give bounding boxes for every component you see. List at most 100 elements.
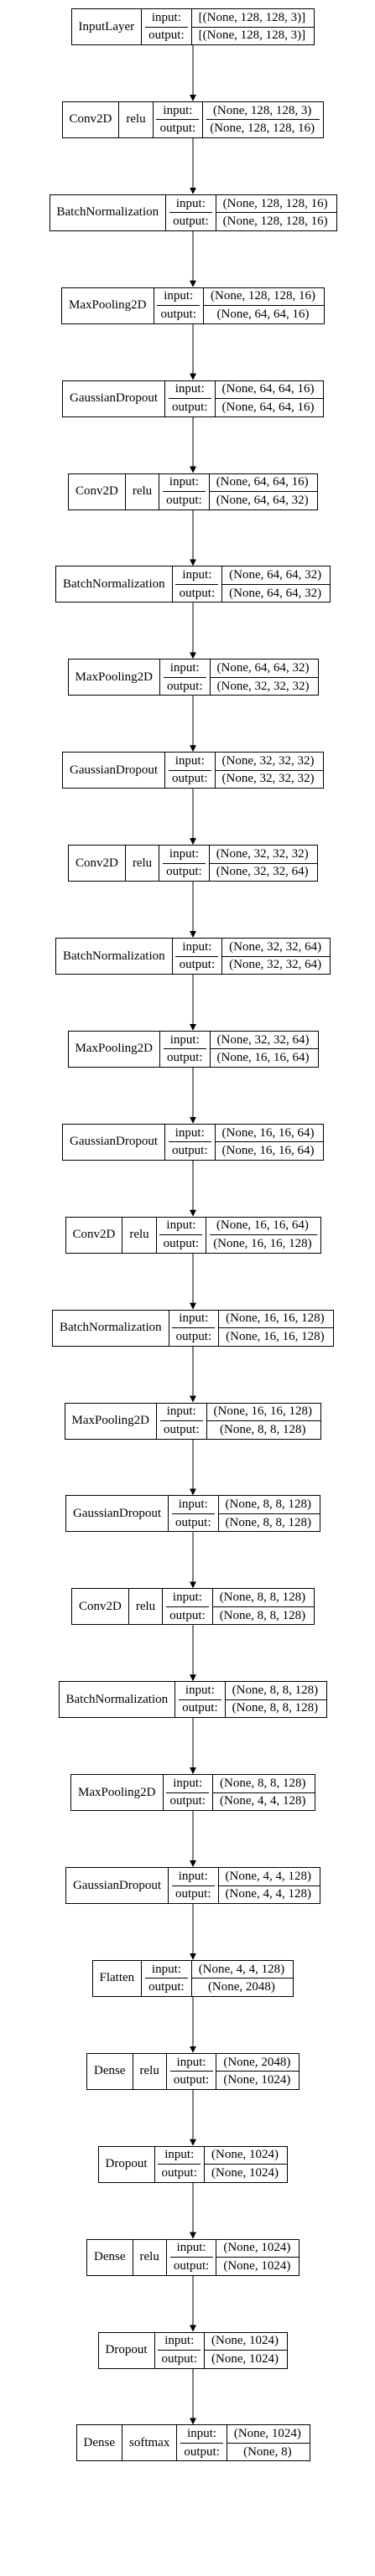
io-shapes: (None, 64, 64, 16)(None, 64, 64, 32) (209, 474, 317, 510)
output-label: output: (163, 1236, 200, 1250)
layer-type: Dropout (99, 2332, 155, 2368)
input-label: input: (169, 2054, 213, 2072)
output-label: output: (173, 2258, 210, 2273)
input-shape: (None, 8, 8, 128) (212, 1589, 315, 1607)
input-shape: (None, 16, 16, 128) (206, 1404, 321, 1421)
layer-activation-label: relu (126, 112, 146, 127)
input-label: input: (162, 474, 206, 492)
layer-activation-label: softmax (129, 2435, 170, 2449)
layer-type-label: Dense (94, 2250, 126, 2264)
input-label: input: (157, 288, 201, 307)
output-label: output: (175, 1329, 212, 1343)
io-shapes: (None, 128, 128, 16)(None, 128, 128, 16) (216, 195, 336, 230)
output-shape: (None, 32, 32, 64) (229, 958, 322, 972)
io-shapes: (None, 16, 16, 128)(None, 8, 8, 128) (206, 1404, 321, 1439)
output-shape: (None, 8, 8, 128) (225, 1515, 311, 1529)
layer-type-label: GaussianDropout (73, 1878, 161, 1892)
layer-type: Conv2D (63, 101, 120, 137)
input-label: input: (166, 1775, 210, 1793)
output-shape: (None, 64, 64, 32) (216, 493, 309, 507)
output-shape: (None, 64, 64, 32) (229, 586, 322, 600)
io-labels: input:output: (163, 1589, 213, 1625)
layer-type-label: InputLayer (78, 19, 135, 34)
io-shapes: (None, 32, 32, 64)(None, 16, 16, 64) (210, 1032, 318, 1067)
input-shape: (None, 4, 4, 128) (191, 1961, 294, 1979)
output-label: output: (166, 865, 202, 879)
io-labels: input:output: (159, 846, 210, 882)
io-labels: input:output: (154, 287, 205, 323)
input-shape: (None, 32, 32, 32) (215, 753, 323, 771)
io-shapes: [(None, 128, 128, 3)][(None, 128, 128, 3… (191, 9, 315, 44)
input-shape: (None, 4, 4, 128) (218, 1868, 320, 1886)
output-label: output: (160, 307, 197, 321)
output-shape: (None, 32, 32, 32) (216, 679, 310, 693)
input-label: input: (175, 939, 219, 957)
layer-activation: relu (133, 2239, 167, 2275)
input-label: input: (156, 102, 200, 121)
input-shape: (None, 32, 32, 64) (222, 939, 331, 957)
output-shape: (None, 128, 128, 16) (210, 122, 315, 136)
output-label: output: (166, 493, 202, 507)
output-shape: (None, 16, 16, 128) (213, 1236, 312, 1250)
io-labels: input:output: (175, 1682, 226, 1718)
output-shape: (None, 64, 64, 16) (221, 400, 315, 414)
output-label: output: (169, 1794, 206, 1808)
layer-type-label: GaussianDropout (70, 1135, 158, 1149)
output-label: output: (167, 1051, 203, 1065)
layer-type: GaussianDropout (66, 1868, 169, 1903)
io-labels: input:output: (142, 9, 192, 44)
output-shape: (None, 16, 16, 128) (226, 1329, 325, 1343)
output-shape: (None, 32, 32, 32) (221, 772, 315, 786)
io-labels: input:output: (169, 1310, 220, 1346)
input-shape: (None, 8, 8, 128) (225, 1682, 327, 1700)
output-label: output: (172, 1144, 208, 1158)
layer-type: Dropout (99, 2146, 155, 2182)
io-shapes: (None, 16, 16, 128)(None, 16, 16, 128) (219, 1311, 333, 1346)
io-labels: input:output: (160, 660, 211, 696)
layer-type-label: BatchNormalization (63, 949, 165, 963)
io-labels: input:output: (166, 194, 216, 230)
layer-activation: relu (122, 1217, 157, 1253)
output-shape: (None, 8, 8, 128) (232, 1701, 319, 1715)
layer-type: Conv2D (72, 1589, 129, 1625)
io-shapes: (None, 8, 8, 128)(None, 8, 8, 128) (212, 1589, 315, 1624)
input-label: input: (162, 846, 206, 864)
io-shapes: (None, 128, 128, 3)(None, 128, 128, 16) (203, 102, 323, 137)
layer-activation-label: relu (132, 484, 153, 498)
io-shapes: (None, 1024)(None, 8) (227, 2425, 310, 2460)
io-shapes: (None, 64, 64, 32)(None, 64, 64, 32) (222, 566, 331, 602)
output-shape: (None, 1024) (211, 2165, 279, 2180)
output-shape: (None, 8) (243, 2444, 292, 2459)
io-shapes: (None, 8, 8, 128)(None, 8, 8, 128) (218, 1496, 320, 1531)
output-label: output: (173, 215, 209, 229)
output-shape: (None, 1024) (223, 2258, 291, 2273)
input-shape: (None, 64, 64, 32) (222, 566, 331, 585)
layer-activation-label: relu (139, 2064, 159, 2078)
layer-type-label: Dropout (105, 2157, 148, 2171)
io-labels: input:output: (155, 2146, 206, 2182)
io-labels: input:output: (169, 1496, 219, 1532)
layer-activation: relu (129, 1589, 164, 1625)
io-shapes: (None, 2048)(None, 1024) (216, 2054, 299, 2089)
output-shape: (None, 128, 128, 16) (222, 215, 328, 229)
io-shapes: (None, 32, 32, 32)(None, 32, 32, 64) (209, 846, 317, 881)
io-shapes: (None, 16, 16, 64)(None, 16, 16, 64) (215, 1125, 323, 1160)
output-shape: (None, 32, 32, 64) (216, 865, 309, 879)
input-shape: (None, 1024) (216, 2240, 299, 2258)
layer-type-label: Dense (94, 2064, 126, 2078)
